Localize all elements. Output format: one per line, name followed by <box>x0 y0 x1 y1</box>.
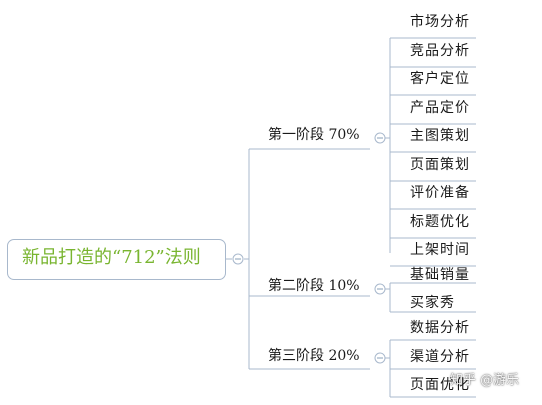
root-label: 新品打造的“712”法则 <box>22 247 201 268</box>
stage-3-label[interactable]: 第三阶段 20% <box>268 348 360 364</box>
leaf-competitor-analysis[interactable]: 竞品分析 <box>410 43 470 59</box>
stage-2-label[interactable]: 第二阶段 10% <box>268 278 360 294</box>
watermark: 知乎 @游乐 <box>450 373 520 388</box>
leaf-channel-analysis[interactable]: 渠道分析 <box>410 349 470 365</box>
stage-1-label[interactable]: 第一阶段 70% <box>268 127 360 143</box>
leaf-customer-positioning[interactable]: 客户定位 <box>410 71 470 87</box>
leaf-base-sales[interactable]: 基础销量 <box>410 267 470 283</box>
leaf-market-analysis[interactable]: 市场分析 <box>410 14 470 30</box>
root-node[interactable] <box>7 239 226 280</box>
leaf-buyer-show[interactable]: 买家秀 <box>410 295 455 311</box>
leaf-title-optimization[interactable]: 标题优化 <box>410 214 470 230</box>
leaf-main-image-planning[interactable]: 主图策划 <box>410 128 470 144</box>
leaf-listing-time[interactable]: 上架时间 <box>410 242 470 258</box>
leaf-review-preparation[interactable]: 评价准备 <box>410 185 470 201</box>
leaf-data-analysis[interactable]: 数据分析 <box>410 320 470 336</box>
leaf-page-optimization[interactable]: 页面优化 <box>410 377 470 393</box>
leaf-product-pricing[interactable]: 产品定价 <box>410 100 470 116</box>
leaf-page-planning[interactable]: 页面策划 <box>410 157 470 173</box>
